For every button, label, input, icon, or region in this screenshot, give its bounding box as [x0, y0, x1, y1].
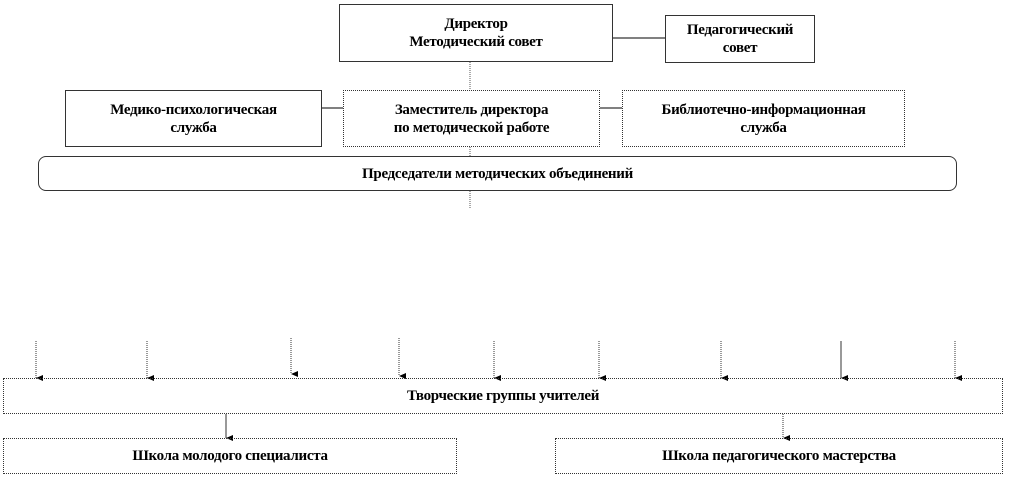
director-box: Директор Методический совет	[339, 4, 613, 62]
label: Заместитель директора	[394, 101, 549, 118]
chairs-box: Председатели методических объединений	[38, 156, 957, 191]
label: по методической работе	[393, 119, 550, 136]
creative-groups-box: Творческие группы учителей	[3, 378, 1003, 414]
label: Директор	[444, 16, 508, 32]
label: Библиотечно-информационная	[661, 101, 866, 118]
label: Председатели методических объединений	[362, 165, 633, 182]
label: совет	[722, 40, 758, 56]
medical-service-box: Медико-психологическая служба	[65, 90, 322, 147]
label: Медико-психологическая	[110, 101, 277, 118]
young-specialist-school-box: Школа молодого специалиста	[3, 438, 457, 474]
label: Педагогический	[686, 22, 794, 38]
pedagogical-council-box: Педагогический совет	[665, 15, 815, 63]
pedagogical-mastery-school-box: Школа педагогического мастерства	[555, 438, 1003, 474]
label: Творческие группы учителей	[406, 388, 600, 404]
label: Школа молодого специалиста	[132, 448, 328, 464]
label: служба	[740, 119, 787, 136]
library-service-box: Библиотечно-информационная служба	[622, 90, 905, 147]
deputy-director-box: Заместитель директора по методической ра…	[343, 90, 600, 147]
label: Методический совет	[409, 34, 543, 50]
label: Школа педагогического мастерства	[662, 448, 896, 464]
label: служба	[170, 119, 217, 136]
